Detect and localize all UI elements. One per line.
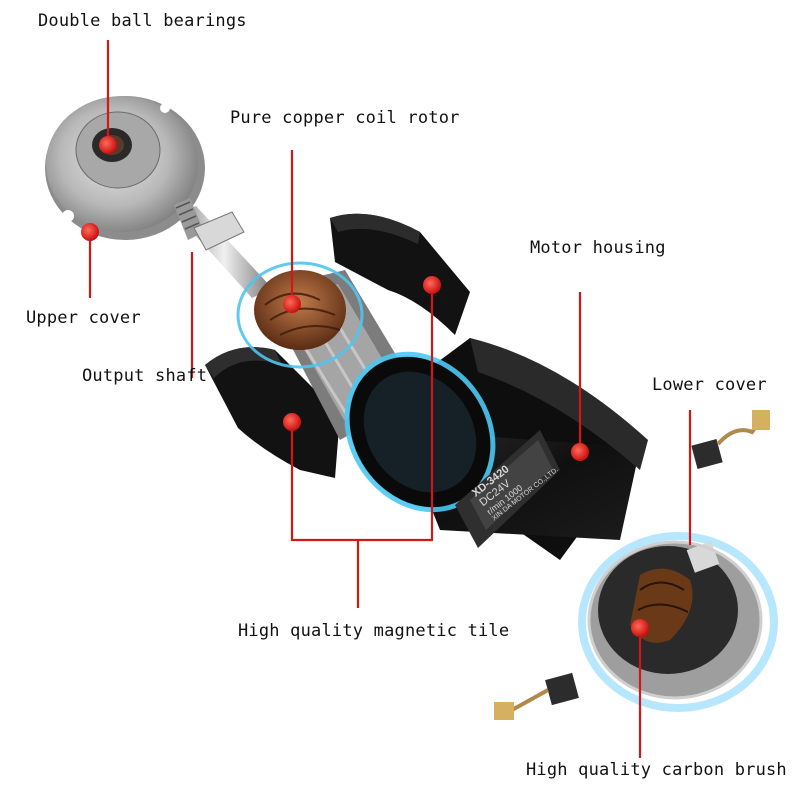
label-double-ball-bearings: Double ball bearings — [38, 11, 247, 31]
magnetic-tile-upper — [330, 213, 470, 335]
label-pure-copper-coil-rotor: Pure copper coil rotor — [230, 108, 460, 128]
label-lower-cover: Lower cover — [652, 375, 767, 395]
label-upper-cover: Upper cover — [26, 308, 141, 328]
label-output-shaft: Output shaft — [82, 366, 208, 386]
leader-tile-bracket — [290, 285, 434, 542]
lower-cover-part — [578, 532, 778, 712]
marker-bearings — [99, 136, 117, 154]
marker-carbon-brush — [631, 619, 649, 637]
marker-dots — [81, 136, 649, 637]
label-high-quality-magnetic-tile: High quality magnetic tile — [238, 621, 510, 641]
label-motor-housing: Motor housing — [530, 238, 666, 258]
carbon-brush-upper — [691, 410, 771, 469]
marker-rotor — [283, 295, 301, 313]
marker-tile-lower — [283, 413, 301, 431]
carbon-brush-lower — [494, 672, 579, 720]
output-shaft-part — [174, 198, 272, 298]
marker-upper-cover — [81, 223, 99, 241]
upper-cover-part — [45, 96, 205, 240]
marker-housing — [571, 443, 589, 461]
marker-tile-upper — [423, 276, 441, 294]
leader-lines — [88, 40, 692, 758]
label-high-quality-carbon-brush: High quality carbon brush — [526, 760, 787, 780]
